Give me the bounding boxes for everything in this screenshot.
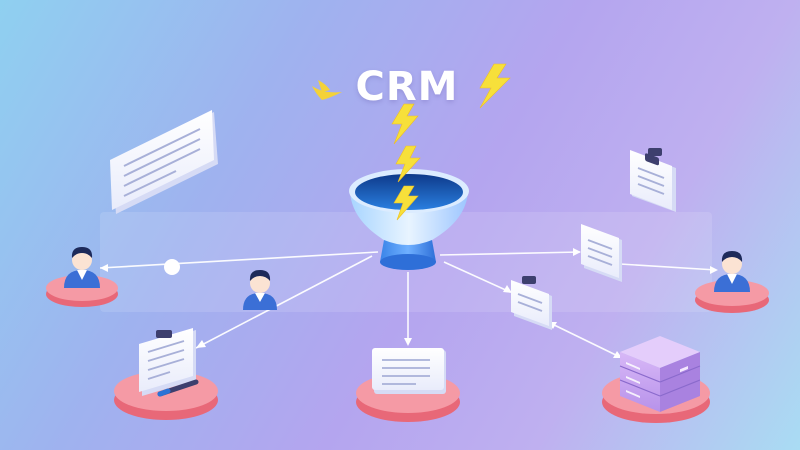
- document-icon: [110, 110, 218, 214]
- clipboard-icon: [139, 328, 196, 396]
- connector-right-clipboard: [443, 261, 511, 293]
- connector-left-doc: [195, 255, 373, 349]
- arrow-bottom: [404, 338, 412, 346]
- connector-left-user: [99, 251, 379, 269]
- clipboard-clip: [156, 330, 172, 338]
- arrow-right-clipboard: [503, 285, 512, 293]
- lightning-icon: [391, 103, 419, 145]
- connector-dot: [164, 259, 180, 275]
- lightning-icon: [395, 145, 421, 183]
- person-icon: [714, 251, 750, 292]
- arrow-server-down: [613, 351, 622, 358]
- server-icon: [619, 336, 701, 412]
- clipboard-clip: [522, 276, 536, 284]
- document-icon: [581, 224, 622, 282]
- clipboard-icon: [630, 150, 676, 212]
- arrow-left-user: [100, 264, 108, 272]
- person-icon: [243, 270, 277, 310]
- arrow-left-doc: [196, 340, 206, 348]
- lightning-icon: [393, 185, 419, 221]
- document-icon: [372, 348, 446, 394]
- pen-icon: [157, 379, 199, 397]
- lightning-icon: [479, 63, 511, 109]
- connectors: [99, 251, 717, 359]
- arrow-right-user: [710, 266, 718, 274]
- platform-right-user: [695, 280, 769, 313]
- clipboard-clip: [648, 148, 662, 156]
- crm-title: CRM: [355, 64, 459, 110]
- arrow-right-doc: [573, 248, 581, 256]
- clipboard-icon: [511, 280, 552, 330]
- person-icon: [64, 247, 100, 288]
- connector-right-user: [619, 263, 717, 271]
- arrowheads: [100, 248, 718, 358]
- connector-server: [547, 321, 623, 359]
- connector-right-doc: [439, 251, 581, 256]
- lightning-icon: [312, 80, 342, 100]
